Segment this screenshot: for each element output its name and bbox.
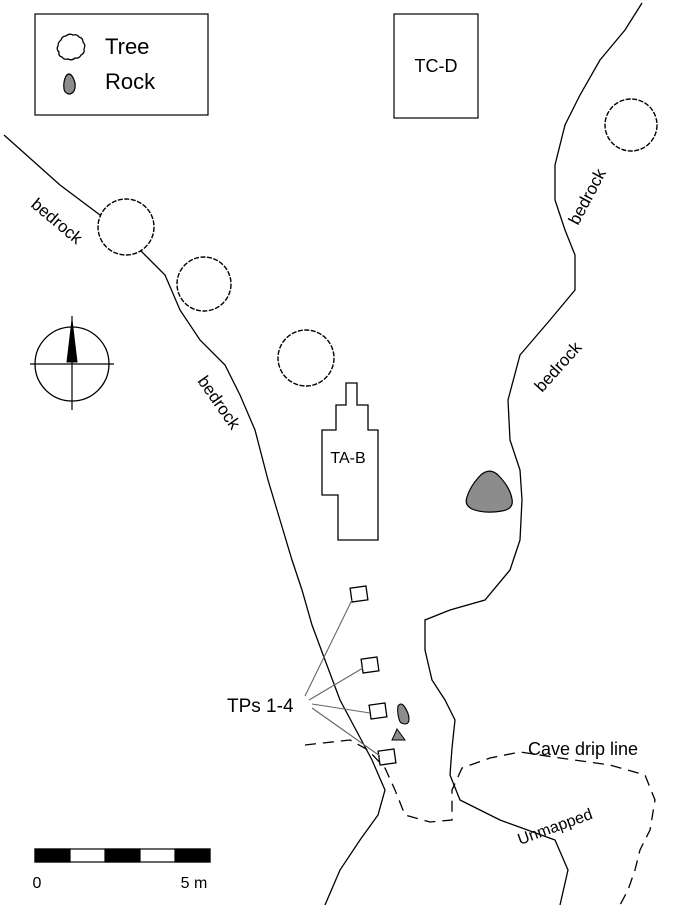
ta-b-area (321, 382, 379, 541)
trees (97, 98, 658, 387)
left-wall-line (3, 134, 386, 905)
test-pit (368, 702, 388, 720)
tp-leader-lines (304, 599, 381, 757)
test-pit (349, 585, 369, 603)
bedrock-label: bedrock (194, 372, 245, 433)
tc-d-label: TC-D (415, 56, 458, 76)
test-pits (349, 585, 397, 766)
legend-frame (34, 13, 209, 116)
north-arrow (30, 316, 114, 410)
bedrock-label: bedrock (27, 195, 86, 249)
bedrock-label: bedrock (531, 338, 586, 396)
scale-end-label: 5 m (181, 875, 208, 892)
right-wall-line (424, 2, 643, 905)
bedrock-label: bedrock (565, 165, 610, 228)
tree-icon (56, 33, 86, 61)
north-needle-icon (66, 319, 78, 363)
rock-icon (397, 703, 410, 725)
rock-icon (465, 470, 513, 513)
scale-start-label: 0 (33, 875, 42, 892)
test-pit (360, 656, 380, 674)
rock-icon (63, 73, 76, 95)
rock-icon (391, 728, 406, 741)
legend: Tree Rock (34, 13, 209, 116)
tree-icon (176, 256, 232, 312)
tree-icon (277, 329, 335, 387)
tc-d-area (393, 13, 479, 119)
scale-bar (34, 848, 211, 863)
tree-icon (97, 198, 155, 256)
legend-rock-label: Rock (105, 69, 156, 94)
legend-tree-label: Tree (105, 34, 149, 59)
test-pits-label: TPs 1-4 (227, 696, 294, 717)
tree-icon (604, 98, 658, 152)
unmapped-label: Unmapped (516, 806, 595, 849)
test-pit (377, 748, 397, 766)
drip-line-label: Cave drip line (528, 739, 638, 759)
drip-line (304, 739, 656, 905)
ta-b-label: TA-B (330, 450, 365, 467)
